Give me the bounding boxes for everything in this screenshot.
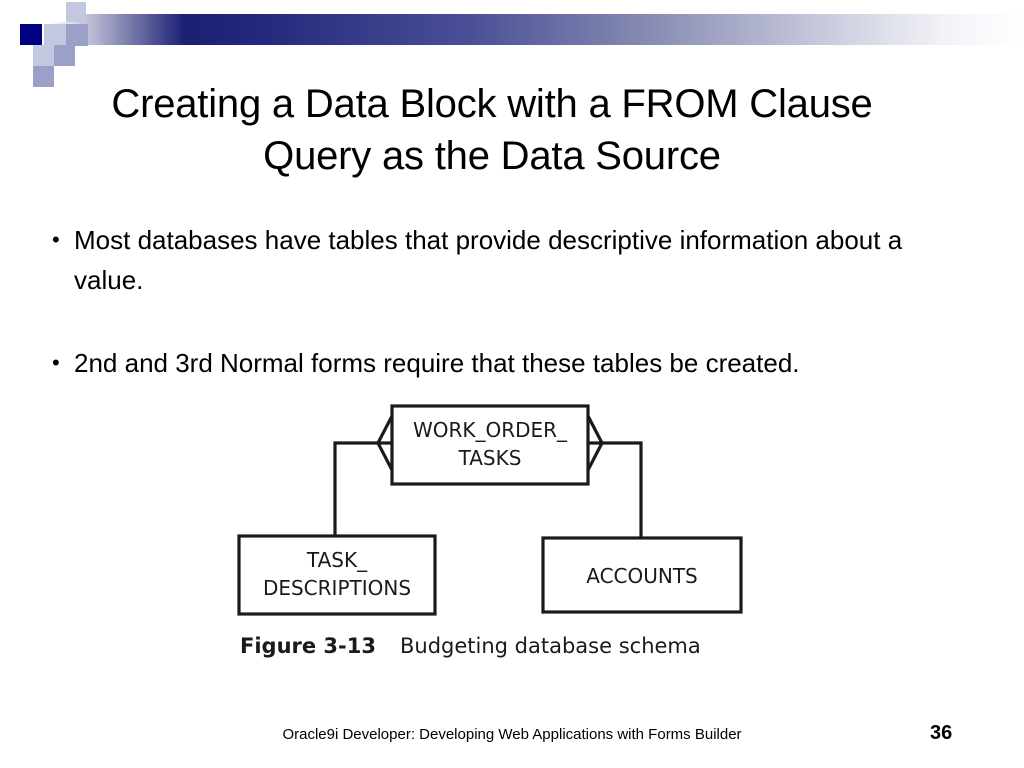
header-decoration: [0, 0, 1024, 87]
entity-work-order-tasks: WORK_ORDER_ TASKS: [390, 404, 590, 486]
connector-tasks-to-accounts: [600, 441, 643, 540]
list-item-text: Most databases have tables that provide …: [74, 225, 903, 295]
list-item: • Most databases have tables that provid…: [52, 220, 952, 300]
entity-label-line: TASK_: [306, 548, 368, 572]
entity-task-descriptions: TASK_ DESCRIPTIONS: [237, 534, 437, 616]
entity-label-line: WORK_ORDER_: [413, 418, 568, 442]
figure-caption: Figure 3-13 Budgeting database schema: [240, 634, 701, 658]
square-mid-3: [33, 45, 54, 66]
entity-label-line: DESCRIPTIONS: [263, 576, 411, 600]
square-light-1: [44, 0, 66, 22]
bullet-list: • Most databases have tables that provid…: [52, 220, 952, 383]
square-mid-2: [66, 24, 88, 46]
square-mid-5: [33, 66, 54, 87]
list-item-text: 2nd and 3rd Normal forms require that th…: [74, 348, 800, 378]
entity-accounts: ACCOUNTS: [541, 536, 743, 614]
bullet-marker-icon: •: [52, 227, 60, 252]
page-title: Creating a Data Block with a FROM Clause…: [111, 82, 873, 178]
er-diagram-figure: WORK_ORDER_ TASKS TASK_ DESCRIPTIONS ACC…: [230, 395, 750, 625]
square-light-2: [66, 2, 86, 22]
entity-label-line: ACCOUNTS: [586, 564, 698, 588]
square-mid-4: [54, 45, 75, 66]
slide-footer: Oracle9i Developer: Developing Web Appli…: [282, 726, 742, 743]
list-item: • 2nd and 3rd Normal forms require that …: [52, 343, 952, 383]
square-dark-navy: [20, 24, 42, 46]
square-white-gap: [12, 45, 33, 66]
connector-tasks-to-descriptions: [333, 441, 380, 538]
entity-label-line: TASKS: [458, 446, 522, 470]
square-mid-1: [44, 24, 66, 46]
figure-caption-text: Budgeting database schema: [400, 634, 701, 658]
page-number: 36: [930, 722, 953, 744]
bullet-marker-icon: •: [52, 350, 60, 375]
header-gradient-bar: [31, 14, 1024, 45]
figure-number: Figure 3-13: [240, 634, 376, 658]
